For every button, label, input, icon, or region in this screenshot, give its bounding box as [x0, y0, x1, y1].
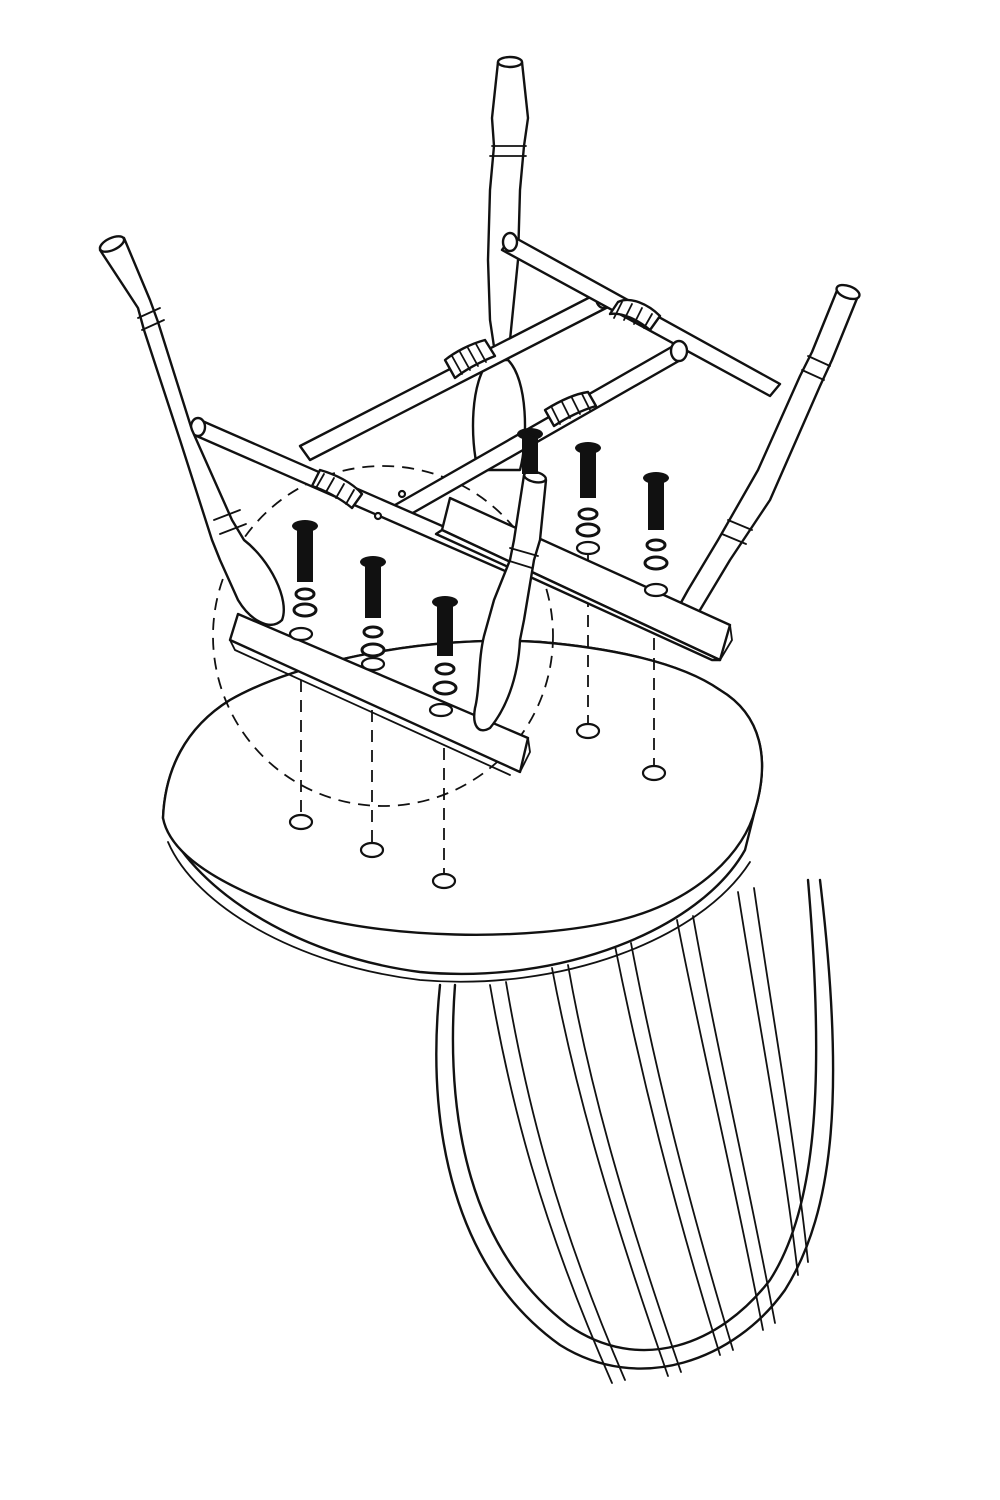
lock-washer	[577, 507, 599, 521]
lock-washer	[294, 587, 316, 601]
chair-seat	[161, 639, 764, 983]
bolt-icon	[360, 556, 386, 618]
flat-washer	[575, 522, 601, 538]
seat-hole	[359, 841, 385, 859]
seat-hole	[641, 764, 667, 782]
rail-hole	[575, 540, 601, 556]
flat-washer	[292, 602, 318, 618]
rail-hole	[428, 702, 454, 718]
flat-washer	[360, 642, 386, 658]
bolt-icon	[643, 472, 669, 530]
bolt-icon	[292, 520, 318, 582]
flat-washer	[643, 555, 669, 571]
seat-hole	[431, 872, 457, 890]
bolt-icon	[432, 596, 458, 656]
flat-washer	[432, 680, 458, 696]
lock-washer	[434, 662, 456, 676]
bolt-icon	[575, 442, 601, 498]
rail-hole	[643, 582, 669, 598]
detail-callout-circle	[212, 465, 554, 807]
chair-leg-back	[471, 55, 530, 472]
lock-washer	[645, 538, 667, 552]
rail-hole	[360, 656, 386, 672]
rail-hole	[288, 626, 314, 642]
fasteners-rear	[517, 428, 669, 598]
front-mounting-rail	[228, 612, 531, 776]
seat-holes	[288, 722, 667, 890]
seat-hole	[575, 722, 601, 740]
fasteners-front	[288, 520, 458, 718]
rear-mounting-rail	[434, 496, 733, 662]
chair-leg-front	[473, 470, 548, 732]
chair-backrest	[435, 878, 835, 1384]
chair-leg-right	[676, 283, 861, 623]
bolt-icon	[517, 428, 543, 474]
lock-washer	[362, 625, 384, 639]
seat-hole	[288, 813, 314, 831]
backrest-spindles	[489, 887, 809, 1384]
chair-leg-left	[98, 235, 285, 626]
